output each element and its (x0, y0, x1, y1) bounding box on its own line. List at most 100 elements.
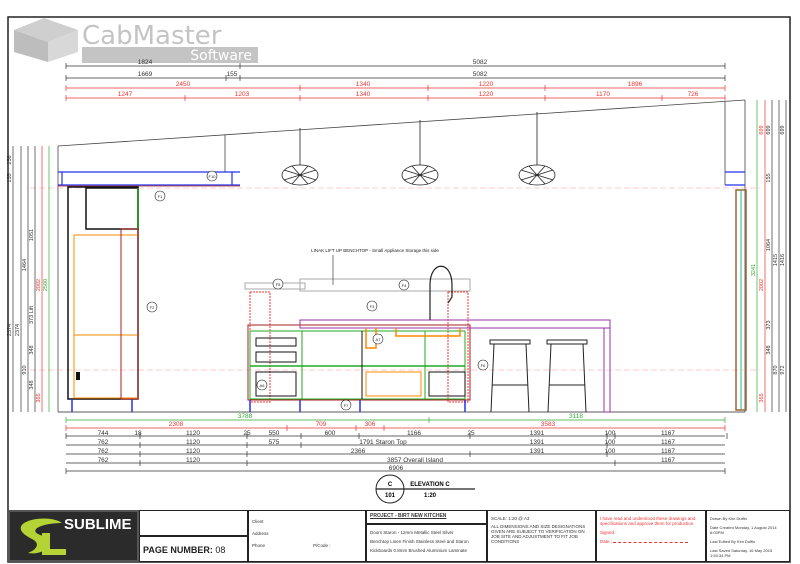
svg-text:ELEVATION C: ELEVATION C (410, 482, 450, 488)
callout-a6: A6 (256, 379, 268, 391)
svg-text:18: 18 (134, 430, 142, 437)
svg-text:1203: 1203 (235, 91, 250, 98)
sublime-logo: SUBLIME (8, 510, 139, 562)
svg-text:972: 972 (780, 365, 786, 374)
svg-text:1247: 1247 (118, 91, 133, 98)
svg-text:1415: 1415 (773, 254, 779, 266)
callout-f5: F5 (272, 278, 284, 290)
svg-text:1167: 1167 (661, 448, 675, 455)
right-panel (735, 189, 747, 411)
svg-text:6906: 6906 (389, 465, 404, 472)
svg-text:155: 155 (7, 173, 13, 182)
svg-text:1416: 1416 (780, 254, 786, 266)
svg-text:373: 373 (766, 320, 772, 329)
svg-text:762: 762 (98, 457, 109, 464)
svg-text:2002: 2002 (36, 279, 42, 291)
annotation-text: LINAK LIFT UP BENCHTOP - Small Appliance… (311, 248, 439, 253)
bulkhead (58, 171, 745, 186)
page-number-cell: PAGE NUMBER: 08 (139, 536, 248, 562)
svg-text:1791 Staron Top: 1791 Staron Top (359, 439, 407, 446)
room-outline (57, 99, 746, 413)
svg-text:1391: 1391 (530, 448, 545, 455)
svg-text:699: 699 (766, 125, 772, 134)
approval-cell: I have read and understood these drawing… (596, 510, 706, 562)
svg-text:F6: F6 (481, 363, 486, 368)
project-cell: PROJECT - BIRT NEW KITCHEN (366, 510, 487, 524)
svg-text:550: 550 (269, 430, 280, 437)
svg-text:5082: 5082 (473, 59, 488, 66)
svg-text:F10: F10 (209, 174, 217, 179)
svg-text:3788: 3788 (238, 413, 253, 420)
svg-text:C: C (388, 482, 393, 488)
date-label: Date : (600, 539, 613, 544)
svg-text:2002: 2002 (759, 279, 765, 291)
svg-text:3241: 3241 (751, 264, 757, 276)
svg-text:F7: F7 (344, 403, 349, 408)
callouts: F10 F1 F2 F3 F4 F5 F6 F7 A6 A7 (146, 170, 489, 411)
svg-text:1051: 1051 (29, 229, 35, 241)
svg-text:365: 365 (759, 393, 765, 402)
svg-text:CabMaster: CabMaster (82, 21, 222, 51)
svg-text:Software: Software (190, 48, 252, 64)
svg-text:F1: F1 (158, 194, 163, 199)
svg-text:1167: 1167 (661, 457, 675, 464)
svg-text:1464: 1464 (22, 259, 28, 271)
scale-cell: SCALE: 1:20 @ A3 ALL DIMENSIONS AND SIZE… (487, 510, 596, 562)
svg-text:306: 306 (365, 421, 376, 428)
svg-text:1120: 1120 (186, 439, 200, 446)
svg-text:2450: 2450 (176, 81, 191, 88)
callout-a7: A7 (372, 333, 384, 345)
right-dimensions: 699 699 699 155 1064 1415 1416 373 348 8… (751, 100, 787, 412)
svg-text:600: 600 (325, 430, 336, 437)
last-edited: Last Edited By Kim Duffin (710, 539, 756, 544)
cabmaster-logo: CabMaster Software (14, 18, 258, 64)
materials-cell: Doors Staron - 12mm Metallic Steel Silve… (366, 524, 487, 562)
svg-text:744: 744 (98, 430, 109, 437)
svg-text:1064: 1064 (766, 239, 772, 251)
svg-text:25: 25 (467, 430, 475, 437)
svg-text:575: 575 (269, 439, 280, 446)
svg-text:A6: A6 (260, 383, 266, 388)
svg-text:1220: 1220 (479, 81, 494, 88)
svg-text:870: 870 (773, 365, 779, 374)
svg-text:373 Lift: 373 Lift (29, 306, 35, 325)
page-number-label: PAGE NUMBER: (143, 545, 213, 555)
svg-text:2374: 2374 (7, 324, 13, 336)
svg-text:1167: 1167 (661, 439, 675, 446)
svg-text:762: 762 (98, 439, 109, 446)
sublime-brand: SUBLIME (64, 516, 132, 533)
pendant-lights (281, 112, 556, 186)
svg-text:348: 348 (29, 380, 35, 389)
svg-text:3118: 3118 (569, 413, 583, 420)
callout-f7: F7 (340, 399, 352, 411)
svg-text:1391: 1391 (530, 439, 545, 446)
callout-f1a: F1 (154, 190, 166, 202)
approval-text: I have read and understood these drawing… (600, 516, 696, 526)
svg-text:100: 100 (605, 448, 616, 455)
svg-text:100: 100 (605, 430, 616, 437)
signed-label: Signed : (600, 530, 617, 535)
svg-text:910: 910 (22, 365, 28, 374)
svg-text:348: 348 (766, 345, 772, 354)
drawing-border (7, 16, 791, 563)
callout-f6: F6 (477, 359, 489, 371)
svg-text:1220: 1220 (479, 91, 494, 98)
svg-text:25: 25 (243, 430, 251, 437)
scale-text: SCALE: 1:20 @ A3 (491, 516, 530, 521)
callout-f4: F4 (398, 279, 410, 291)
tall-cabinet (67, 186, 139, 412)
svg-text:1166: 1166 (407, 430, 421, 437)
svg-text:365: 365 (36, 393, 42, 402)
bar-stools (489, 339, 588, 413)
svg-text:101: 101 (385, 493, 396, 499)
date-field[interactable] (613, 542, 689, 543)
svg-text:348: 348 (29, 345, 35, 354)
svg-text:5082: 5082 (473, 71, 488, 78)
callout-f2: F2 (146, 301, 158, 313)
svg-text:1120: 1120 (186, 430, 200, 437)
svg-text:726: 726 (688, 91, 699, 98)
svg-text:1170: 1170 (596, 91, 610, 98)
client-label: Client (252, 519, 264, 524)
